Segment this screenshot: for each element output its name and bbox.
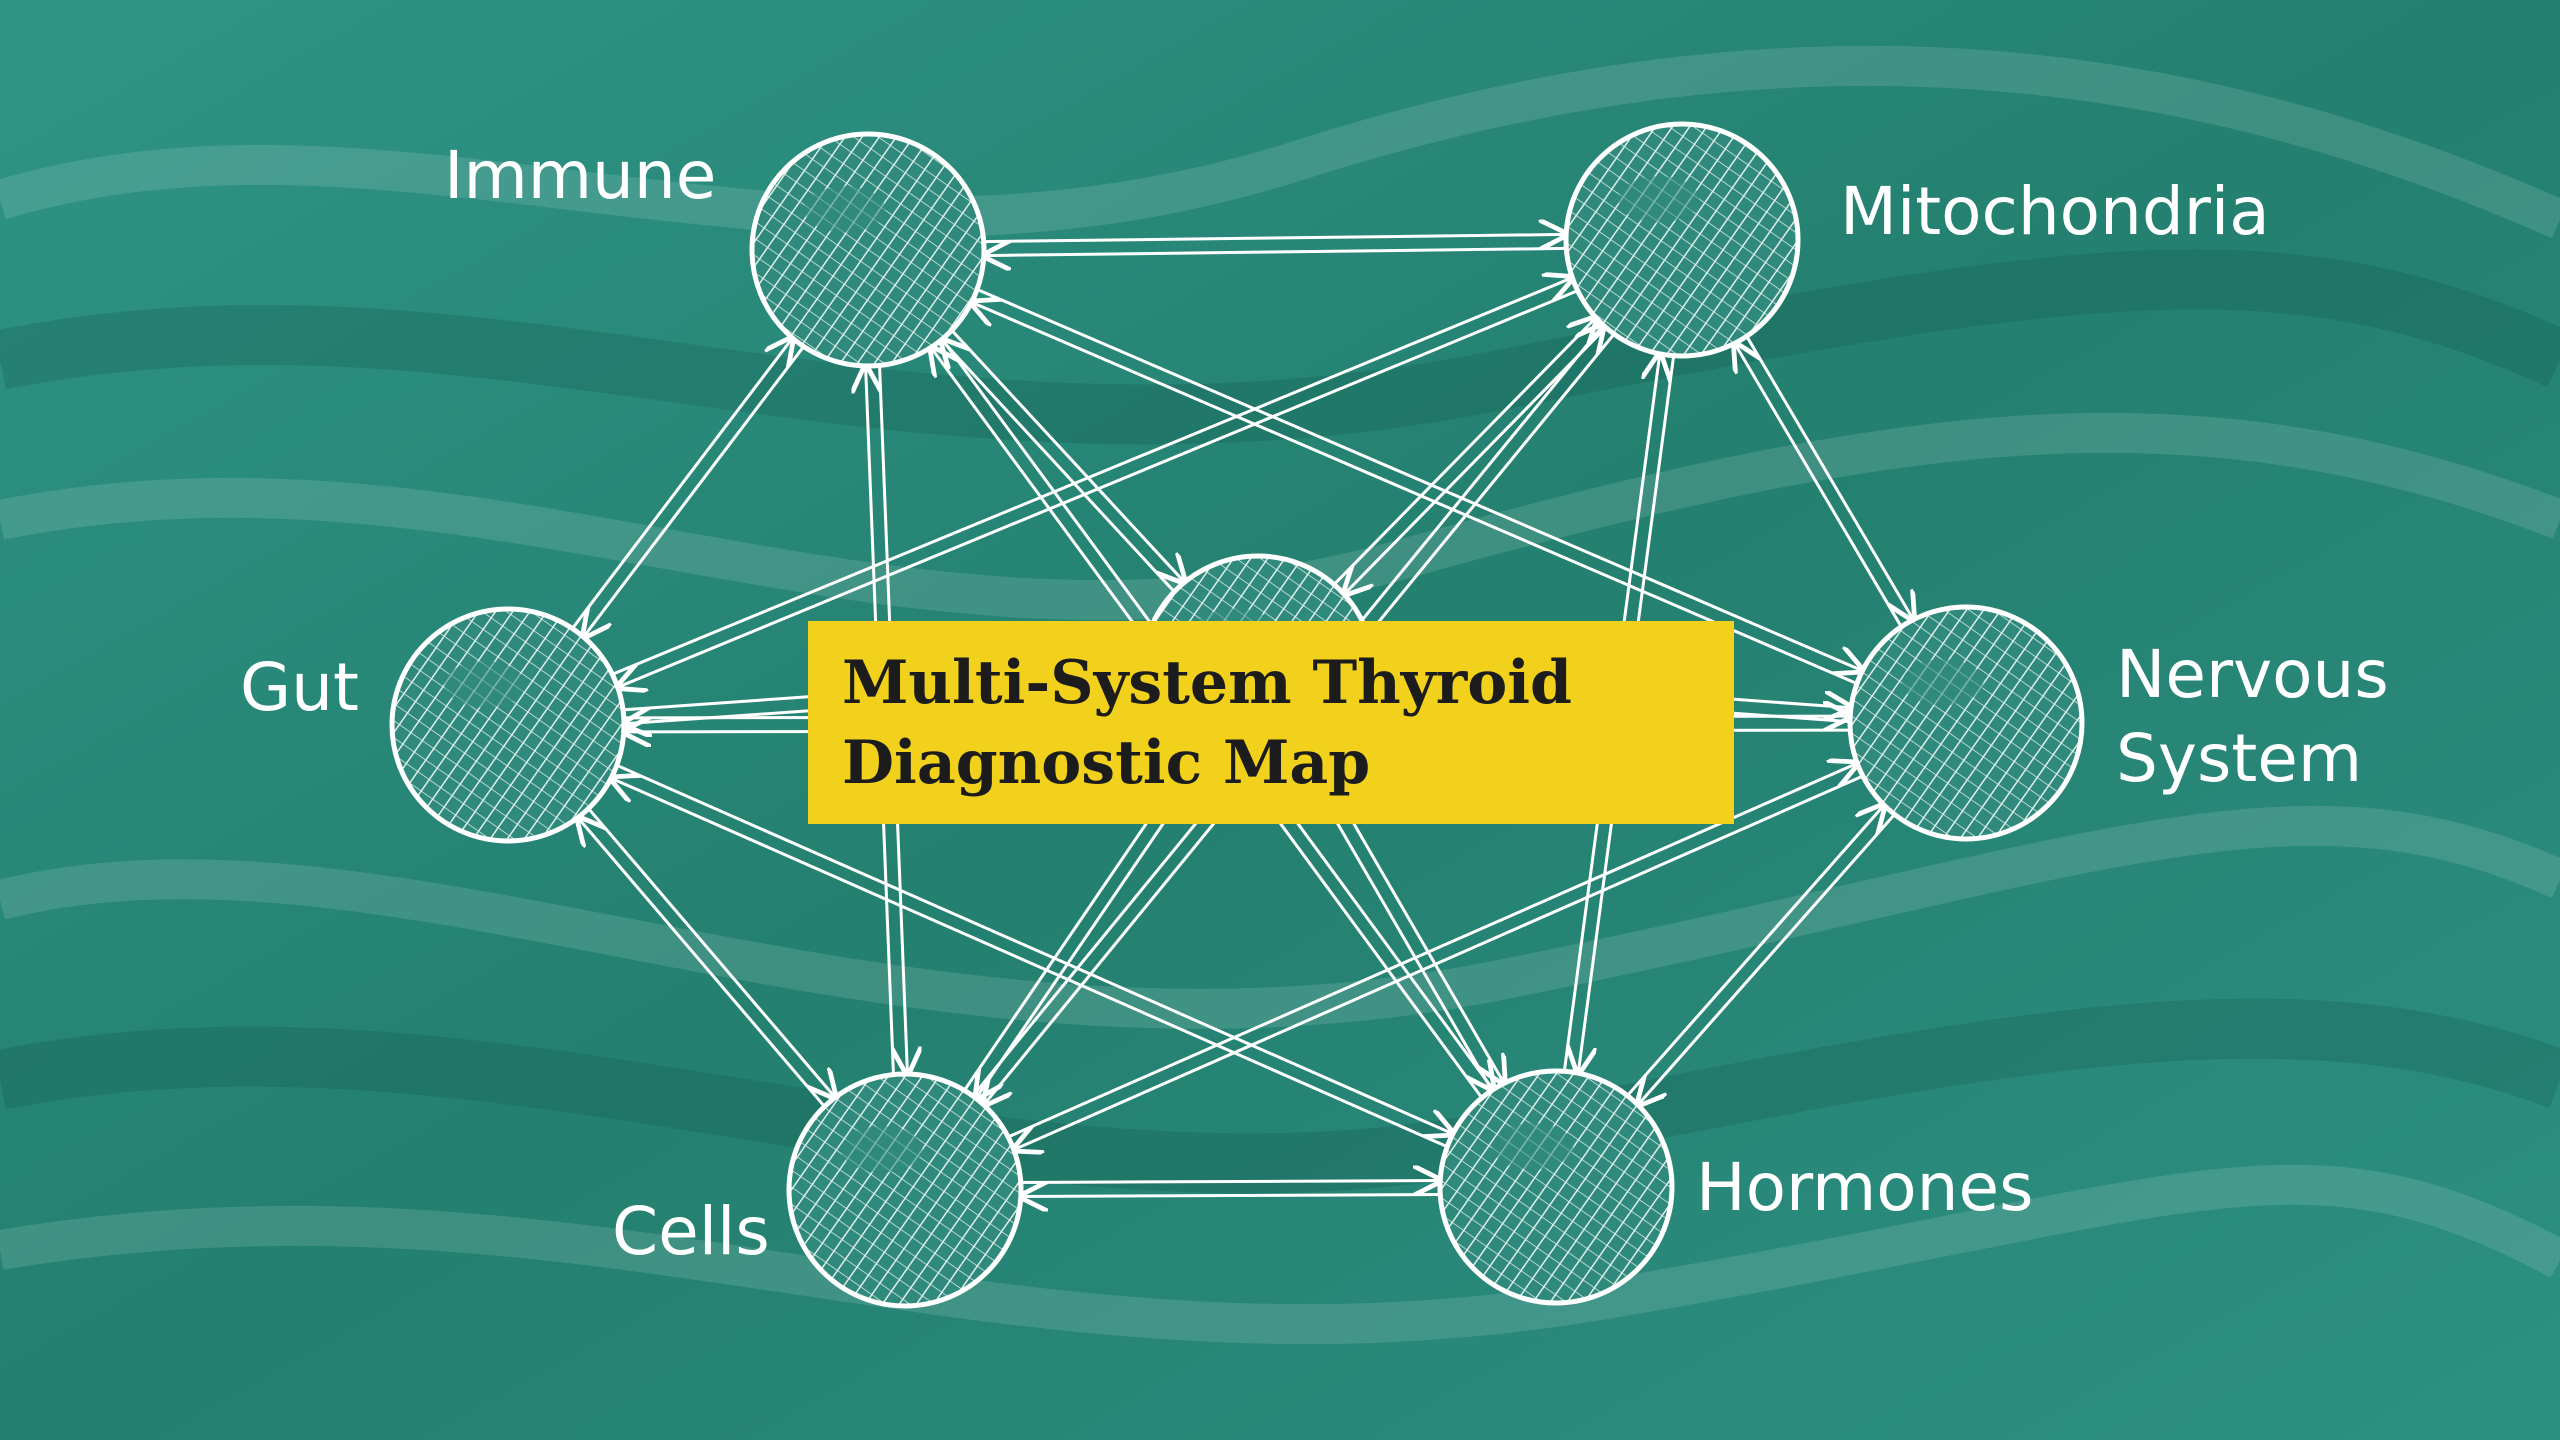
connection-mitochondria-gut: [613, 278, 1578, 687]
arrow-line: [984, 248, 1567, 255]
arrow-line: [972, 302, 1858, 685]
connection-gut-cells: [578, 807, 835, 1108]
arrow-line: [976, 288, 1862, 670]
arrow-line: [950, 329, 1185, 582]
arrow-line: [1344, 326, 1607, 594]
connection-immune-mitochondria: [984, 234, 1566, 255]
connection-immune-nervous: [972, 288, 1862, 685]
node-sphere-immune: [749, 131, 987, 369]
arrow-line: [1745, 335, 1913, 619]
node-sphere-nervous: [1847, 604, 2085, 842]
title-line-1: Multi-System Thyroid: [842, 648, 1572, 718]
arrow-line: [571, 338, 792, 630]
connection-cells-hormones: [1021, 1181, 1440, 1197]
node-label-immune: Immune: [444, 137, 717, 214]
connection-nervous-hormones: [1626, 805, 1896, 1105]
arrow-line: [1310, 776, 1494, 1091]
connection-immune-center: [942, 329, 1185, 593]
node-sphere-gut: [389, 606, 627, 844]
arrow-line: [587, 807, 835, 1098]
arrow-line: [1735, 344, 1903, 628]
connection-mitochondria-nervous: [1735, 335, 1913, 628]
title-line-2: Diagnostic Map: [842, 728, 1371, 798]
arrow-line: [1020, 1181, 1440, 1183]
arrow-line: [1021, 1195, 1441, 1197]
connection-gut-hormones: [611, 764, 1453, 1148]
arrow-line: [976, 770, 1200, 1098]
connection-nervous-cells: [1008, 763, 1862, 1149]
node-sphere-mitochondria: [1563, 121, 1801, 359]
arrow-line: [1333, 318, 1595, 586]
connection-immune-gut: [571, 338, 805, 637]
arrow-line: [1007, 763, 1857, 1139]
node-label-hormones: Hormones: [1696, 1149, 2034, 1226]
nervous-system-label-text: Nervous System: [2116, 636, 2389, 797]
arrow-line: [1014, 774, 1864, 1150]
node-label-gut: Gut: [240, 649, 359, 726]
arrow-line: [618, 289, 1579, 687]
node-sphere-cells: [786, 1071, 1024, 1309]
node-label-mitochondria: Mitochondria: [1840, 173, 2270, 250]
node-label-nervous-system: Nervous System: [2116, 633, 2389, 801]
arrow-line: [616, 764, 1453, 1133]
arrow-line: [942, 340, 1176, 593]
arrow-line: [611, 278, 1573, 676]
connection-mitochondria-center: [1333, 318, 1607, 594]
arrow-line: [584, 345, 805, 637]
arrow-line: [578, 818, 826, 1108]
arrow-line: [983, 234, 1566, 241]
arrow-line: [1638, 813, 1896, 1105]
arrow-line: [611, 778, 1448, 1148]
title-box: Multi-System Thyroid Diagnostic Map: [808, 621, 1734, 824]
node-label-cells: Cells: [612, 1193, 770, 1270]
node-sphere-hormones: [1437, 1068, 1675, 1306]
arrow-line: [1626, 805, 1884, 1097]
